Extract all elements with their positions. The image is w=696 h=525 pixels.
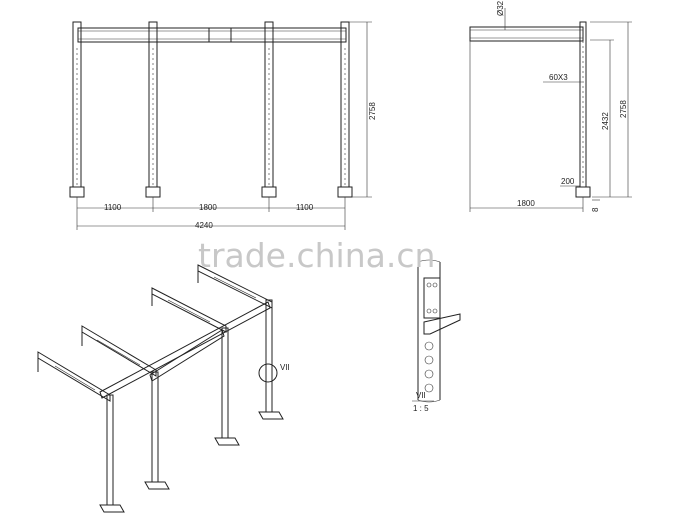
detail-label: VII [416, 391, 426, 400]
detail-scale: 1 : 5 [413, 404, 429, 413]
detail-j-hook [423, 313, 461, 335]
detail-plate [423, 277, 441, 319]
front-beam-bracket [208, 27, 232, 43]
dim-bay-left: 1100 [104, 203, 122, 212]
dim-front-height: 2758 [368, 102, 377, 120]
dim-pin-diameter: Ø32 [496, 0, 505, 16]
dim-post-height: 2432 [601, 112, 610, 130]
front-view: 1100 1800 1100 4240 2758 [69, 21, 377, 230]
dim-overall-width: 4240 [195, 221, 213, 230]
dim-bay-center: 1800 [199, 203, 217, 212]
dim-plate-thickness: 8 [591, 207, 600, 212]
front-post-3 [261, 21, 277, 198]
dim-depth: 1800 [517, 199, 535, 208]
iso-post-3 [214, 327, 240, 446]
side-top-beam [469, 26, 584, 42]
front-post-2 [145, 21, 161, 198]
watermark: trade.china.cn [198, 236, 435, 275]
dim-tube-size: 60X3 [549, 73, 568, 82]
iso-post-2 [144, 371, 170, 490]
iso-callout-circle [258, 363, 278, 383]
dim-bay-right: 1100 [296, 203, 314, 212]
iso-post-1 [99, 394, 125, 513]
isometric-view: VII [37, 264, 290, 513]
iso-arm-2 [81, 325, 157, 377]
side-base-plate [575, 186, 591, 198]
front-top-beam [77, 27, 347, 43]
side-view: Ø32 60X3 200 1800 2432 2758 8 [469, 0, 632, 212]
dim-plate-size: 200 [561, 177, 575, 186]
dim-side-height: 2758 [619, 100, 628, 118]
front-post-4 [337, 21, 353, 198]
front-post-1 [69, 21, 85, 198]
iso-arm-1 [37, 351, 111, 402]
iso-callout-label: VII [280, 363, 290, 372]
iso-arm-3 [151, 287, 227, 333]
iso-post-4 [258, 299, 284, 420]
detail-view: VII 1 : 5 [412, 259, 461, 413]
